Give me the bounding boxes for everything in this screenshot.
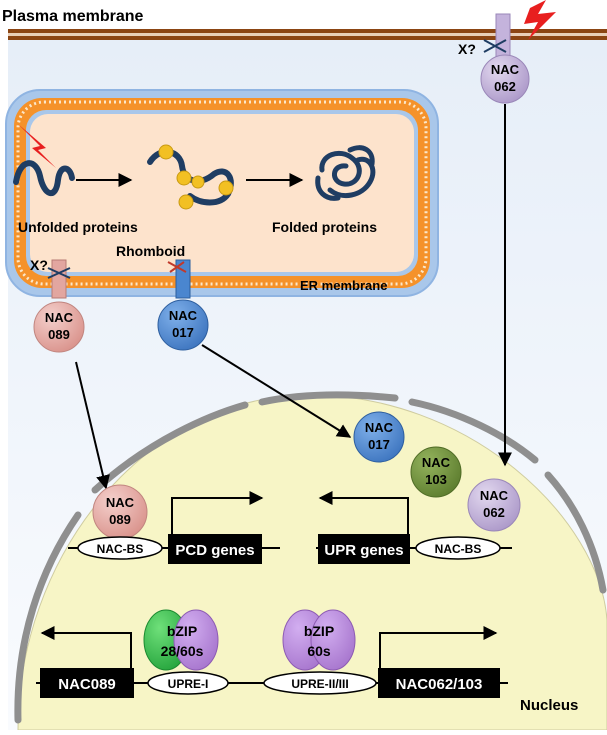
upre-i-box [147, 671, 229, 695]
nac-bs-right-box [415, 536, 501, 560]
pcd-genes-label: PCD genes [175, 542, 254, 559]
bzip-28-60s-dimer [143, 609, 219, 671]
nac062-103-gene-box [378, 668, 500, 698]
nac017-er-label-bottom: 017 [172, 325, 194, 340]
folded-proteins-label: Folded proteins [272, 219, 377, 235]
plasma-membrane [8, 29, 607, 40]
nac-bs-right-label: NAC-BS [435, 542, 482, 556]
nac017-er-label-top: NAC [169, 308, 198, 323]
nac-bs-left-label: NAC-BS [97, 542, 144, 556]
x-question-er-label: X? [30, 257, 48, 273]
folded-protein [315, 145, 376, 201]
nuclear-envelope-right [544, 471, 607, 594]
nac089-gene-box [40, 668, 134, 698]
nac062-membrane-label-top: NAC [491, 62, 520, 77]
nac062-membrane-protein [480, 54, 530, 104]
nucleus-label: Nucleus [520, 697, 578, 714]
nac089-transcription-arrow [40, 626, 132, 668]
nuclear-envelope-top [258, 391, 399, 406]
nac103-nuc-label-bottom: 103 [425, 472, 447, 487]
nac017-translocation-arrow [201, 344, 352, 438]
nac089-nuc-label-top: NAC [106, 495, 135, 510]
lightning-icon-pm [524, 0, 556, 40]
nac-bs-left-box [77, 536, 163, 560]
unfolded-proteins-label: Unfolded proteins [18, 219, 138, 235]
nac089-er-label-bottom: 089 [48, 327, 70, 342]
rhomboid-protease-icon [167, 261, 187, 273]
nac103-nuclear-protein [410, 446, 462, 498]
nac017-er-protein [157, 299, 209, 351]
nac089-nuc-label-bottom: 089 [109, 512, 131, 527]
upre-ii-iii-box [263, 671, 377, 695]
scissors-icon [47, 267, 71, 279]
pcd-transcription-arrow [171, 491, 264, 534]
nac017-nuclear-protein [353, 411, 405, 463]
upre-i-label: UPRE-I [168, 677, 209, 691]
nuclear-envelope-left [14, 511, 82, 724]
nac062-nuc-label-top: NAC [480, 488, 509, 503]
nac062-103-gene-label: NAC062/103 [396, 676, 483, 693]
plasma-membrane-label: Plasma membrane [2, 8, 144, 25]
bzip-right-label-top: bZIP [304, 623, 334, 639]
bzip-left-label-bottom: 28/60s [161, 643, 204, 659]
chaperone-bound-protein [147, 144, 234, 210]
nac089-anchor [51, 259, 67, 299]
x-question-pm-label: X? [458, 41, 476, 57]
scissors-icon-pm [483, 39, 507, 53]
nac062-nuclear-protein [467, 478, 521, 532]
nac089-gene-label: NAC089 [58, 676, 116, 693]
upr-transcription-arrow [318, 491, 409, 534]
upr-genes-label: UPR genes [324, 542, 403, 559]
rhomboid-label: Rhomboid [116, 243, 185, 259]
bzip-left-label-top: bZIP [167, 623, 197, 639]
unfolded-protein [13, 160, 75, 196]
nac017-nuc-label-top: NAC [365, 420, 394, 435]
nuclear-envelope-top-right [408, 398, 539, 464]
nac089-er-label-top: NAC [45, 310, 74, 325]
er-membrane-label: ER membrane [300, 278, 387, 293]
nac089-er-protein [33, 301, 85, 353]
nuclear-envelope-top-left [91, 401, 249, 494]
bzip-60s-dimer [282, 609, 356, 671]
nac017-nuc-label-bottom: 017 [368, 437, 390, 452]
bzip-right-label-bottom: 60s [307, 643, 331, 659]
nac062-membrane-label-bottom: 062 [494, 79, 516, 94]
nac103-nuc-label-top: NAC [422, 455, 451, 470]
upr-genes-box [318, 534, 410, 564]
nac089-translocation-arrow [75, 361, 110, 490]
nac062-103-transcription-arrow [379, 626, 498, 668]
nac062-nuc-label-bottom: 062 [483, 505, 505, 520]
upre-ii-iii-label: UPRE-II/III [291, 677, 348, 691]
pcd-genes-box [168, 534, 262, 564]
